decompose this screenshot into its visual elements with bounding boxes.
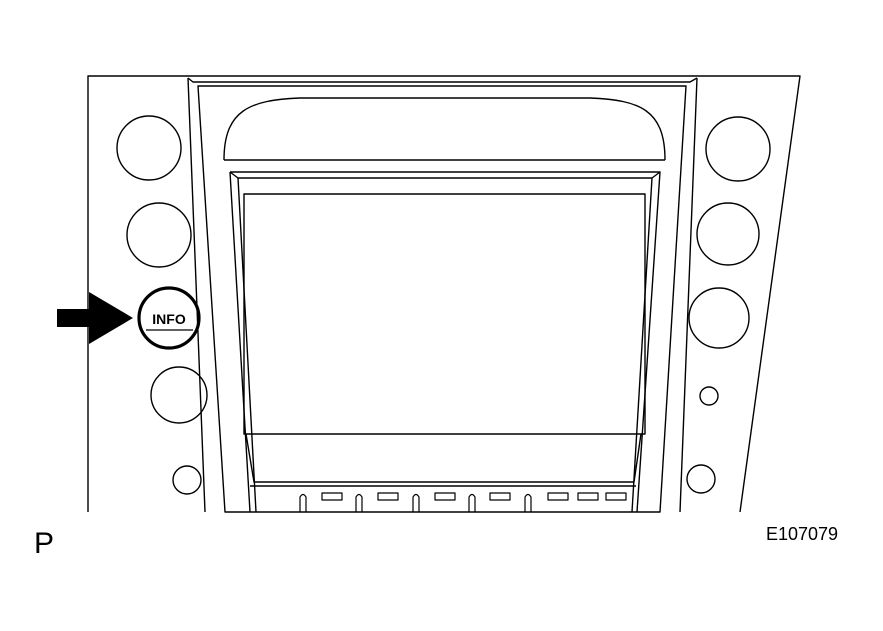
- console-bezel: [87, 75, 801, 513]
- right-small-button-1[interactable]: [699, 386, 719, 406]
- figure-code: E107079: [766, 524, 839, 544]
- info-button[interactable]: INFO: [137, 286, 201, 350]
- display-screen: [243, 193, 646, 435]
- left-knob-4[interactable]: [150, 366, 208, 424]
- bottom-key-row: [299, 492, 627, 512]
- left-knob-2[interactable]: [126, 202, 192, 268]
- right-knob-2[interactable]: [696, 202, 760, 266]
- screen-frame: [197, 85, 687, 513]
- info-button-label: INFO: [152, 311, 186, 327]
- right-knob-1[interactable]: [705, 116, 771, 182]
- right-knob-3[interactable]: [688, 287, 750, 349]
- left-small-button[interactable]: [172, 465, 202, 495]
- arrow-right-icon: [57, 292, 133, 344]
- display-bottom-strip: [245, 433, 642, 487]
- corner-letter: P: [34, 527, 55, 560]
- right-small-button-2[interactable]: [686, 464, 716, 494]
- left-knob-1[interactable]: [116, 115, 182, 181]
